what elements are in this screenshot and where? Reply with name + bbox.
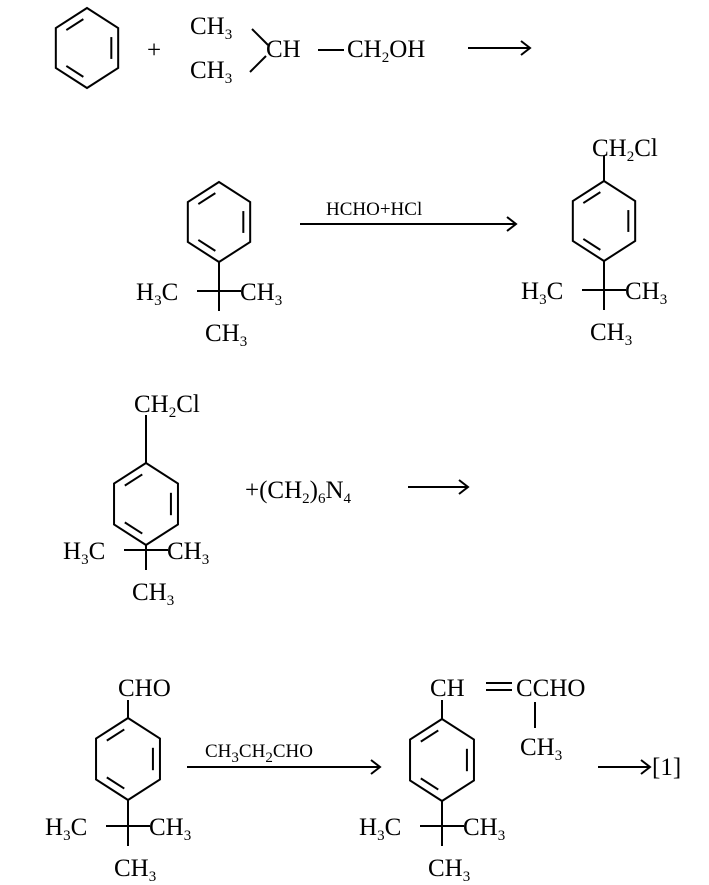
ch3-bottom-label: CH3​	[114, 855, 156, 885]
ch3-right-label: CH3​	[240, 279, 282, 309]
cinnamaldehyde-ring	[409, 717, 475, 803]
cho-label: CHO	[118, 675, 171, 702]
double-bond-line	[124, 521, 143, 535]
benzene-ring	[54, 6, 120, 90]
benzaldehyde-ring	[95, 716, 161, 802]
double-bond-line	[124, 473, 143, 487]
ch3-bottom-label: CH3​	[132, 579, 174, 609]
h3c-label: H3​C	[521, 278, 563, 308]
ch-label: CH	[266, 36, 301, 63]
ring-outline	[186, 180, 252, 264]
ring-outline	[95, 716, 161, 802]
tert-butyl-group: H3​C CH3​ CH3​	[45, 800, 191, 885]
ring-outline	[409, 717, 475, 803]
reaction-arrow	[187, 759, 382, 775]
ch3-right-label: CH3​	[463, 814, 505, 844]
arrow-head-icon	[520, 40, 532, 56]
tert-butyl-group: H3​C CH3​ CH3​	[521, 261, 667, 349]
methyl-bottom-label: CH3​	[190, 57, 232, 87]
ch2cl-label: CH2​Cl	[134, 391, 200, 421]
result-label: [1]	[652, 754, 681, 781]
reaction-arrow	[300, 216, 518, 232]
h3c-label: H3​C	[136, 279, 178, 309]
ch3-right-label: CH3​	[625, 278, 667, 308]
ch3-right-label: CH3​	[167, 538, 209, 568]
plus-sign: +	[147, 37, 161, 64]
ch3-right-label: CH3​	[149, 814, 191, 844]
double-bond-line	[65, 65, 84, 78]
bond	[251, 28, 269, 46]
ch2oh-label: CH2​OH	[347, 36, 425, 66]
h3c-label: H3​C	[359, 814, 401, 844]
h3c-label: H3​C	[45, 814, 87, 844]
ch2cl-label: CH2​Cl	[592, 135, 658, 165]
chloromethyl-ring	[113, 461, 179, 547]
ch-label: CH	[430, 675, 465, 702]
ch3-bottom-label: CH3​	[428, 855, 470, 885]
arrow-head-icon	[370, 759, 382, 775]
ch3-bottom-label: CH3​	[205, 320, 247, 350]
arrow-head-icon	[458, 479, 470, 495]
double-bond-line	[106, 776, 125, 790]
tert-butylbenzene-ring	[186, 180, 252, 264]
double-bond-line	[106, 728, 125, 742]
arrow-reagent-label: HCHO+HCl	[326, 199, 422, 220]
ring-outline	[54, 6, 120, 90]
chloromethyl-product-ring	[571, 179, 637, 263]
methyl-top-label: CH3​	[190, 13, 232, 43]
ch3-bottom-label: CH3​	[590, 319, 632, 349]
reaction-arrow	[598, 759, 652, 775]
ccho-label: CCHO	[516, 675, 585, 702]
double-bond-line	[197, 192, 216, 205]
arrow-reagent-label: CH3​CH2​CHO	[205, 741, 313, 766]
bond	[249, 55, 267, 73]
double-bond-line	[65, 18, 84, 31]
double-bond-line	[582, 238, 601, 251]
ring-outline	[571, 179, 637, 263]
arrow-head-icon	[640, 759, 652, 775]
tert-butyl-group: H3​C CH3​ CH3​	[63, 538, 209, 609]
reaction-arrow	[408, 479, 470, 495]
double-bond-line	[582, 191, 601, 204]
tert-butyl-group: H3​C CH3​ CH3​	[136, 262, 282, 350]
h3c-label: H3​C	[63, 538, 105, 568]
reaction-arrow	[468, 40, 532, 56]
ring-outline	[113, 461, 179, 547]
tert-butyl-group: H3​C CH3​ CH3​	[359, 801, 505, 885]
double-bond-line	[197, 239, 216, 252]
hexamine-reagent-label: +(CH2​)6​N4​	[245, 477, 352, 507]
double-bond-line	[420, 777, 439, 791]
arrow-head-icon	[506, 216, 518, 232]
ch3-branch-label: CH3​	[520, 734, 562, 764]
double-bond-line	[420, 729, 439, 743]
